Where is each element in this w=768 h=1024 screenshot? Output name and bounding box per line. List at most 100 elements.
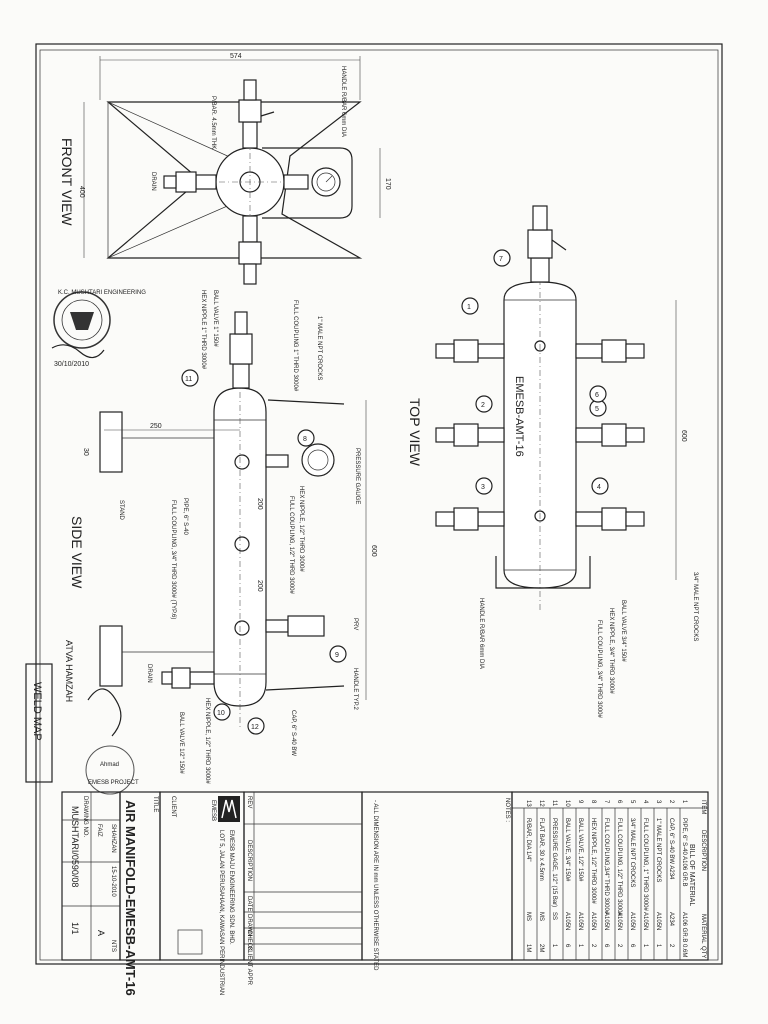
bom-cell: 7 — [603, 800, 609, 804]
side-stand-top — [99, 411, 123, 473]
weld-map-box — [25, 663, 53, 783]
bom-cell: 6 — [629, 944, 635, 948]
bom-cell: R/BAR, DIA 1/4" — [525, 818, 531, 861]
bom-cell: A106 GR.B — [681, 912, 687, 942]
bom-cell: 3/4" MALE NPT CROCKS — [629, 818, 635, 887]
bom-cell: 3 — [655, 800, 661, 804]
title-block-area: BILL OF MATERIAL 1 PIPE, 6" S-40 A106 GR.… — [61, 791, 709, 996]
balloon-11: 11 — [185, 376, 192, 383]
bom-cell: 2M — [538, 944, 544, 952]
side-label-drain: DRAIN — [146, 664, 152, 683]
company-name: EMESB MAJU ENGINEERING SDN. BHD. — [228, 830, 234, 945]
dim-574: 574 — [230, 53, 242, 60]
dim-600-top: 600 — [680, 430, 687, 442]
side-label-handle: HANDLE TYP.2 — [352, 668, 358, 710]
side-vessel — [213, 387, 267, 707]
bom-cell: FULL COUPLING, 1/2" THRD 3000# — [616, 818, 622, 916]
signature-2: Ahmad — [100, 762, 119, 768]
front-drain-label: DRAIN — [150, 172, 156, 191]
notes-title: NOTES : — [504, 798, 510, 822]
dim-30: 30 — [82, 448, 89, 456]
side-inlet-valve — [229, 311, 253, 389]
drawing-scale: NTS — [110, 940, 116, 952]
side-label-crocks: 1" MALE NPT CROCKS — [316, 316, 322, 380]
stamp-name: K.C. MUSHTARI ENGINEERING — [58, 290, 146, 296]
side-label-ball-valve: BALL VALVE 1" 150# — [212, 290, 218, 347]
dim-170: 170 — [384, 178, 391, 190]
bom-cell: CAP, 6" S-40 BW A234 — [668, 818, 674, 880]
qc-logo-icon — [177, 929, 203, 955]
sheet-number: 1/1 — [70, 922, 80, 935]
balloon-3: 3 — [481, 484, 485, 491]
top-view: 7 1 2 3 4 5 6 EMESB-AMT-16 600 3/4" MALE… — [407, 205, 698, 718]
bom-cell: PIPE, 6" S-40 A106 GR.B — [681, 818, 687, 887]
stamp-bottom: EMESB PROJECT — [88, 780, 139, 786]
balloon-8: 8 — [303, 436, 307, 443]
company-logo-text: EMESB — [210, 800, 216, 821]
bom-cell: A105N — [616, 912, 622, 930]
client-label: CLIENT — [170, 796, 176, 818]
bom-cell: 2 — [590, 944, 596, 948]
bom-cell: MS — [538, 912, 544, 921]
drawing-date: 15-10-2010 — [110, 866, 116, 897]
side-pressure-gauge — [265, 443, 335, 477]
bom-title: BILL OF MATERIAL — [688, 844, 695, 906]
bom-cell: A105N — [642, 912, 648, 930]
bom-cell: 4 — [642, 800, 648, 804]
title-label: TITLE — [152, 796, 158, 812]
rev-header-drawn: DRAWN — [246, 914, 252, 936]
weld-map-title: WELD MAP — [31, 682, 43, 741]
rev-header-rev: REV — [246, 796, 252, 808]
front-handle-label: HANDLE R/BAR 6mm DIA — [340, 66, 346, 137]
bom-cell: FULL COUPLING,3/4" THRD 3000# — [603, 818, 609, 915]
balloon-4: 4 — [597, 484, 601, 491]
front-plate — [106, 101, 363, 259]
balloon-7: 7 — [499, 256, 503, 263]
side-label-gauge: PRESSURE GAUGE — [354, 448, 360, 504]
bom-cell: A105N — [629, 912, 635, 930]
bom-cell: 6 — [603, 944, 609, 948]
balloon-12: 12 — [251, 724, 259, 731]
front-valve-bottom — [238, 215, 262, 285]
drawing-no-label: DRAWING NO. — [82, 796, 88, 837]
bom-cell: A105N — [590, 912, 596, 930]
side-label-cap: CAP, 6" S-40 BW — [290, 710, 296, 756]
drawn-by: SHAHZAN — [110, 824, 116, 853]
bom-header-description: DESCRIPTION — [700, 830, 706, 871]
balloon-6: 6 — [595, 392, 599, 399]
balloon-9: 9 — [335, 652, 339, 659]
bom-cell: 0.6M — [681, 944, 687, 957]
bom-header-item: ITEM — [700, 800, 706, 814]
rev-header-check: CHECK — [246, 930, 252, 951]
checked-by: FAIZ — [96, 824, 102, 837]
bom-cell: 2 — [616, 944, 622, 948]
side-view-title: SIDE VIEW — [69, 516, 85, 589]
bom-cell: 6 — [564, 944, 570, 948]
bom-cell: MS — [525, 912, 531, 921]
bom-cell: 13 — [525, 800, 531, 807]
notes-text: - ALL DIMENSION ARE IN mm UNLESS OTHERWI… — [372, 800, 378, 971]
front-view-title: FRONT VIEW — [59, 138, 75, 226]
top-label-handle: HANDLE R/BAR 6mm DIA — [478, 598, 484, 669]
dim-250: 250 — [150, 423, 162, 430]
side-label-coupling-34: FULL COUPLING, 3/4" THRD 3000# (TYP.6) — [170, 500, 176, 619]
side-view: 11 8 9 10 12 250 30 200 200 600 1" MALE … — [69, 290, 377, 784]
bom-cell: A105N — [577, 912, 583, 930]
balloon-5: 5 — [595, 406, 599, 413]
dim-400: 400 — [78, 186, 85, 198]
bom-cell: A105N — [603, 912, 609, 930]
bom-cell: A105N — [564, 912, 570, 930]
bom-header-qty: QTY — [700, 946, 706, 958]
side-label-coupling-half: FULL COUPLING, 1/2" THRD 3000# — [288, 496, 294, 594]
drawing-border — [35, 43, 723, 965]
rev-header-description: DESCRIPTION — [246, 840, 252, 881]
side-prv — [265, 615, 325, 637]
bom-cell: 10 — [564, 800, 570, 807]
bom-cell: BALL VALVE, 3/4" 150# — [564, 818, 570, 882]
bom-cell: 1 — [655, 944, 661, 948]
top-label-crocks: 3/4" MALE NPT CROCKS — [692, 572, 698, 641]
bom-cell: SS — [551, 912, 557, 920]
balloon-2: 2 — [481, 402, 485, 409]
